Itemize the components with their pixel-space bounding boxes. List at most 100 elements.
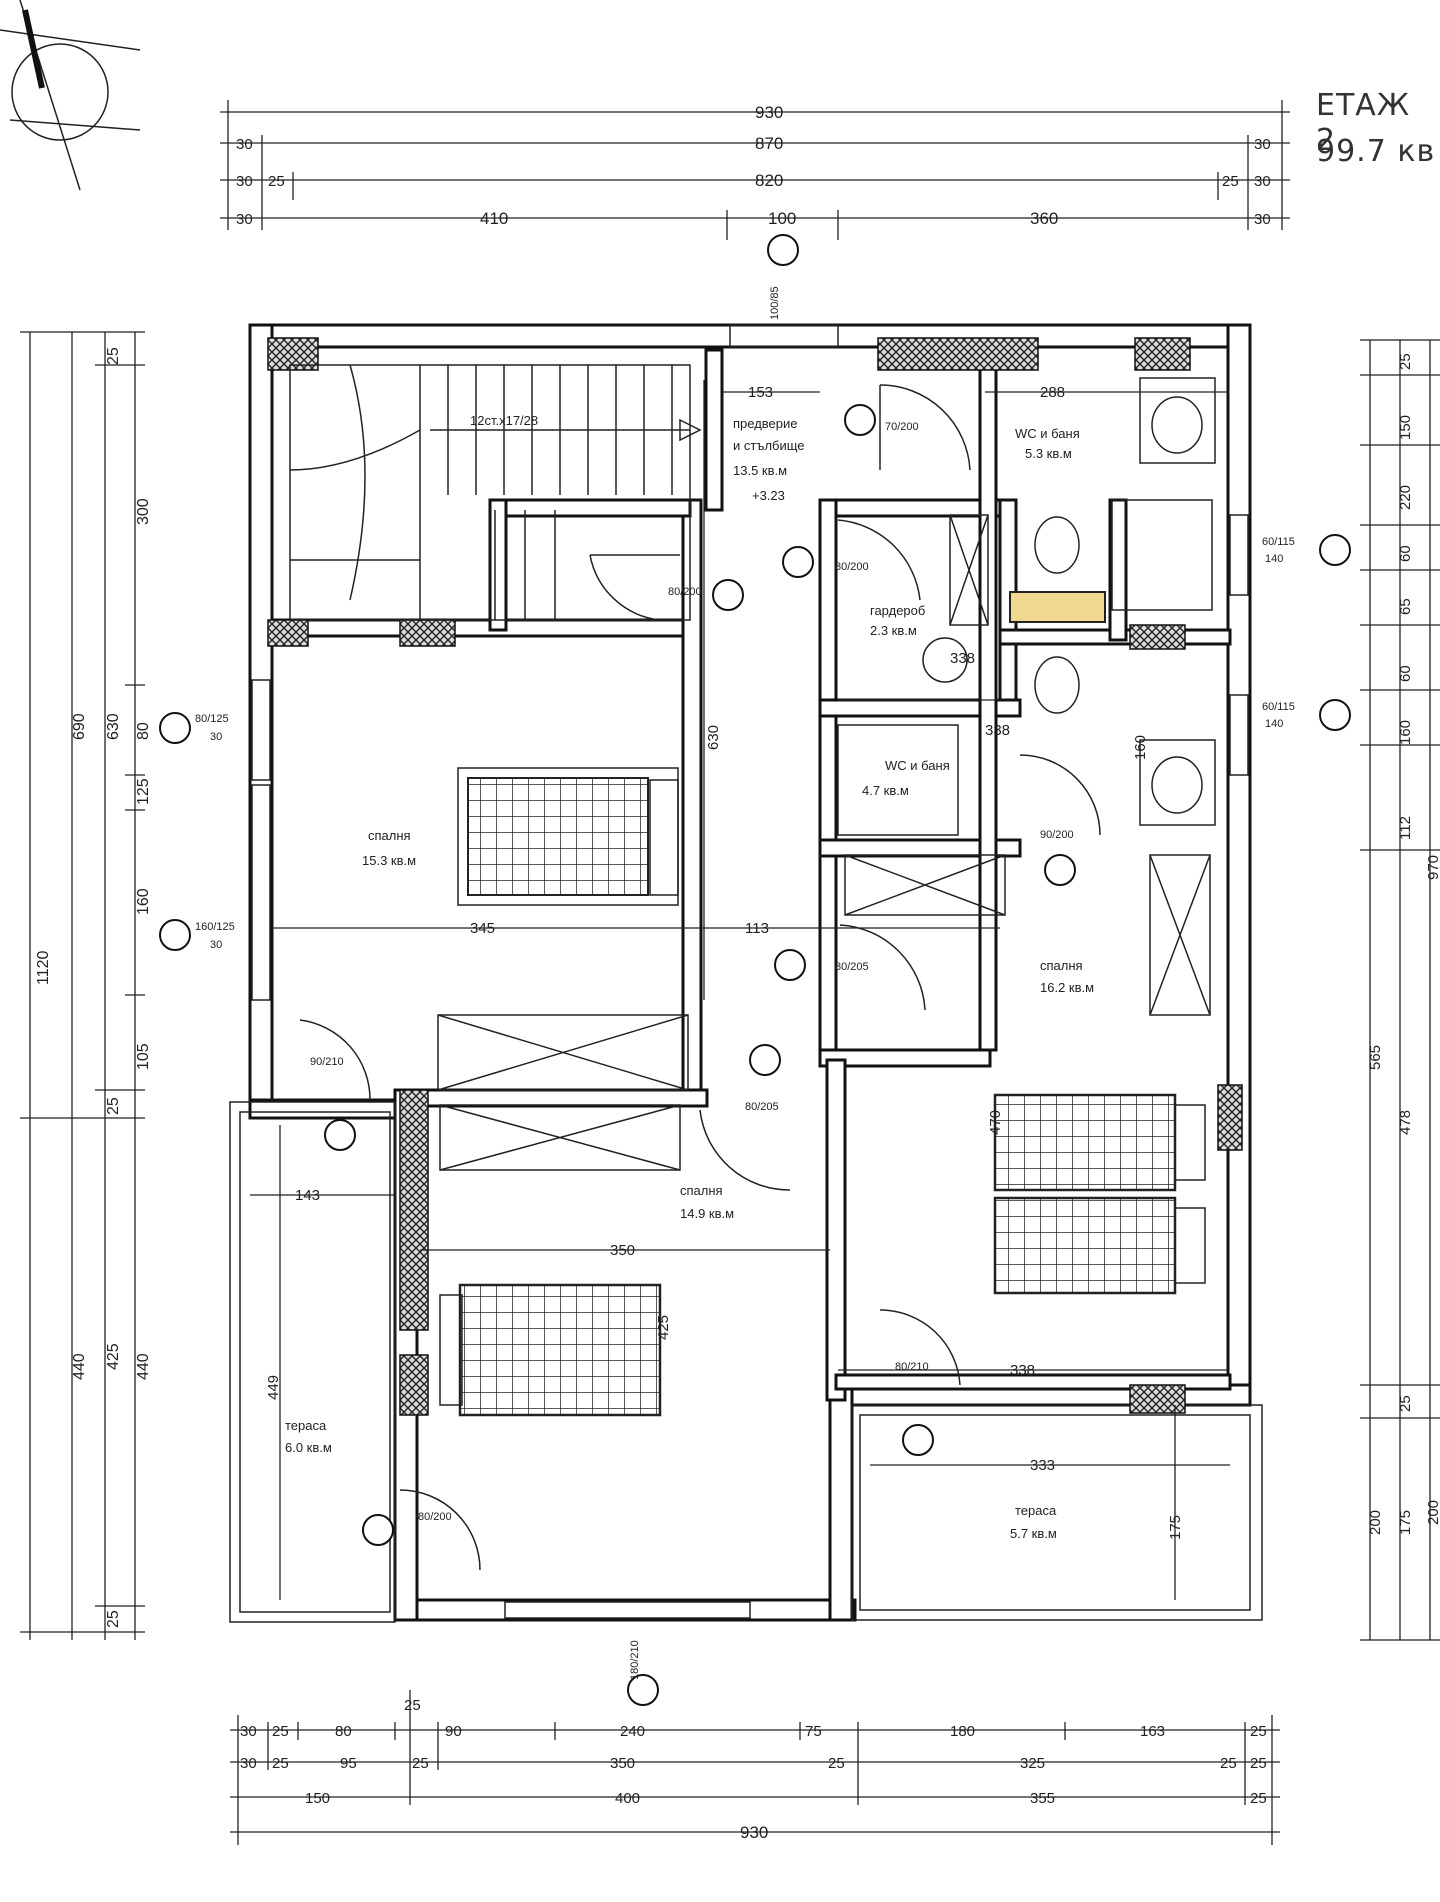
label-left-window-1-sill: 30 (210, 731, 222, 743)
label-bottom-window: 180/210 (629, 1640, 641, 1680)
dim-left-440a: 440 (71, 1353, 88, 1380)
label-door-6: 80/205 (745, 1101, 779, 1113)
room-bedroom2-area: 16.2 кв.м (1040, 980, 1094, 995)
dim-bot-90: 90 (445, 1723, 462, 1740)
marker-door-2 (712, 579, 744, 611)
dim-bot-80: 80 (335, 1723, 352, 1740)
room-terrace1-area: 6.0 кв.м (285, 1440, 332, 1455)
dim-top-30b: 30 (1254, 136, 1271, 153)
dim-bot-30a: 30 (240, 1723, 257, 1740)
dim-top-30f: 30 (1254, 211, 1271, 228)
marker-door-4 (1044, 854, 1076, 886)
room-terrace1-name: тераса (285, 1418, 327, 1433)
dim-bot-150: 150 (305, 1790, 330, 1807)
left-dimension-labels: 1120 690 440 25 630 25 425 25 300 80 125… (35, 347, 152, 1628)
dim-470: 470 (987, 1110, 1004, 1135)
dim-left-125: 125 (135, 778, 152, 805)
sanitary-fixtures (837, 377, 1216, 836)
dim-top-30c: 30 (236, 173, 253, 190)
dim-bot-30b: 30 (240, 1755, 257, 1772)
marker-door-6 (749, 1044, 781, 1076)
marker-door-3 (782, 546, 814, 578)
dim-right-200b: 200 (1425, 1500, 1440, 1525)
marker-door-8 (362, 1514, 394, 1546)
dim-right-150: 150 (1397, 415, 1414, 440)
dim-right-60b: 60 (1397, 665, 1414, 682)
dim-630: 630 (705, 725, 722, 750)
dim-top-30a: 30 (236, 136, 253, 153)
dim-bot-240: 240 (620, 1723, 645, 1740)
dim-bot-325: 325 (1020, 1755, 1045, 1772)
label-left-window-2-sill: 30 (210, 939, 222, 951)
dim-bot-25b: 25 (404, 1697, 421, 1714)
dim-top-25a: 25 (268, 173, 285, 190)
bed-bedroom-2b (993, 1196, 1206, 1295)
left-dimension-lines (20, 331, 145, 1640)
inner-dimension-labels: 153 288 345 113 630 338 338 338 350 143 … (265, 384, 1184, 1540)
dim-333: 333 (1030, 1457, 1055, 1474)
dim-449: 449 (265, 1375, 282, 1400)
bottom-dimension-labels: 30 25 80 25 90 240 75 180 163 25 30 25 9… (240, 1697, 1267, 1842)
label-right-window-2: 60/115 (1262, 701, 1295, 713)
dim-right-25a: 25 (1397, 353, 1414, 370)
staircase: 12ст.x17/28 (289, 364, 702, 621)
dim-left-80: 80 (135, 722, 152, 740)
dim-113: 113 (745, 920, 769, 937)
dim-bot-350: 350 (610, 1755, 635, 1772)
dim-bot-930: 930 (740, 1823, 768, 1842)
dim-bot-25a: 25 (272, 1723, 289, 1740)
marker-bottom-window (627, 1674, 659, 1706)
dim-bot-25c: 25 (1250, 1723, 1267, 1740)
dim-bot-25g: 25 (1220, 1755, 1237, 1772)
label-left-window-2: 160/125 (195, 921, 235, 933)
marker-door-9 (902, 1424, 934, 1456)
dim-left-300: 300 (135, 498, 152, 525)
room-bath1-area: 5.3 кв.м (1025, 446, 1072, 461)
top-dimension-lines (220, 100, 1290, 240)
marker-left-window-2 (159, 919, 191, 951)
label-left-window-1: 80/125 (195, 713, 229, 725)
label-right-window-1-sill: 140 (1265, 553, 1283, 565)
dim-338b: 338 (985, 722, 1010, 739)
dim-bot-25f: 25 (828, 1755, 845, 1772)
label-door-2: 80/200 (668, 586, 702, 598)
dim-right-112: 112 (1397, 816, 1414, 840)
label-door-8: 80/200 (418, 1511, 452, 1523)
dim-350: 350 (610, 1242, 635, 1259)
room-bedroom1-name: спалня (368, 828, 411, 843)
dim-bot-75: 75 (805, 1723, 822, 1740)
dim-bot-95: 95 (340, 1755, 357, 1772)
dim-right-220: 220 (1397, 485, 1414, 510)
label-door-9: 80/210 (895, 1361, 929, 1373)
room-terrace2-area: 5.7 кв.м (1010, 1526, 1057, 1541)
dim-left-105: 105 (135, 1043, 152, 1070)
dim-bot-400: 400 (615, 1790, 640, 1807)
room-wardrobe-name: гардероб (870, 603, 925, 618)
terrace-outlines (229, 1101, 1263, 1623)
dim-right-175: 175 (1397, 1510, 1414, 1535)
opening-labels: 100/85 80/125 30 160/125 30 60/115 140 6… (195, 286, 1295, 1680)
room-bath2-area: 4.7 кв.м (862, 783, 909, 798)
dim-153: 153 (748, 384, 773, 401)
dim-143: 143 (295, 1187, 320, 1204)
label-door-3: 80/200 (835, 561, 869, 573)
dim-right-200a: 200 (1367, 1510, 1384, 1535)
room-bedroom2-name: спалня (1040, 958, 1083, 973)
dim-left-25c: 25 (105, 1610, 122, 1628)
marker-door-7 (324, 1119, 356, 1151)
floor-title: ЕТАЖ 2 (1316, 88, 1411, 158)
label-door-7: 90/210 (310, 1056, 344, 1068)
marker-right-window-2 (1319, 699, 1351, 731)
dim-left-25a: 25 (105, 347, 122, 365)
dim-top-870: 870 (755, 134, 783, 153)
marker-door-1 (844, 404, 876, 436)
dim-top-100: 100 (768, 209, 796, 228)
dim-right-970: 970 (1425, 855, 1440, 880)
label-door-5: 80/205 (835, 961, 869, 973)
dim-top-30d: 30 (1254, 173, 1271, 190)
dim-left-1120: 1120 (35, 950, 52, 985)
dim-left-440b: 440 (135, 1353, 152, 1380)
dim-425: 425 (655, 1315, 672, 1340)
